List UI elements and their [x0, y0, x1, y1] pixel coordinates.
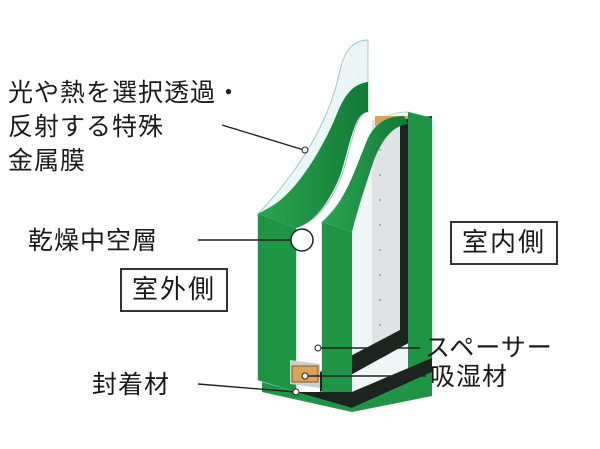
sealant-dark-band	[320, 116, 432, 392]
sealant-leader	[197, 383, 297, 393]
sealant-marker	[292, 388, 300, 396]
spacer-marker	[314, 344, 322, 352]
coating-label-line3: 金属膜	[8, 146, 87, 175]
coating-leader	[221, 124, 305, 151]
desiccant-label: 吸湿材	[430, 362, 509, 391]
outer-glass-side	[258, 214, 296, 392]
inner-glass-side	[322, 222, 352, 408]
outdoor-side-label: 室外側	[120, 268, 229, 312]
outer-glass-edge	[258, 82, 368, 228]
air-space-marker	[290, 228, 314, 252]
desiccant-marker	[301, 372, 309, 380]
spacer-label: スペーサー	[425, 333, 553, 362]
right-glass-edge	[408, 112, 432, 380]
indoor-side-label: 室内側	[450, 221, 559, 265]
coating-marker	[301, 146, 309, 154]
bottom-dark	[296, 358, 432, 408]
inner-glass-top-edge	[322, 116, 408, 232]
air-space-label: 乾燥中空層	[28, 226, 159, 255]
bottom-sealant	[262, 372, 432, 412]
sealant-label: 封着材	[92, 370, 171, 399]
coating-label-line1: 光や熱を選択透過・	[8, 78, 243, 107]
coating-label-line2: 反射する特殊	[8, 112, 165, 141]
spacer-perforations	[379, 149, 381, 326]
